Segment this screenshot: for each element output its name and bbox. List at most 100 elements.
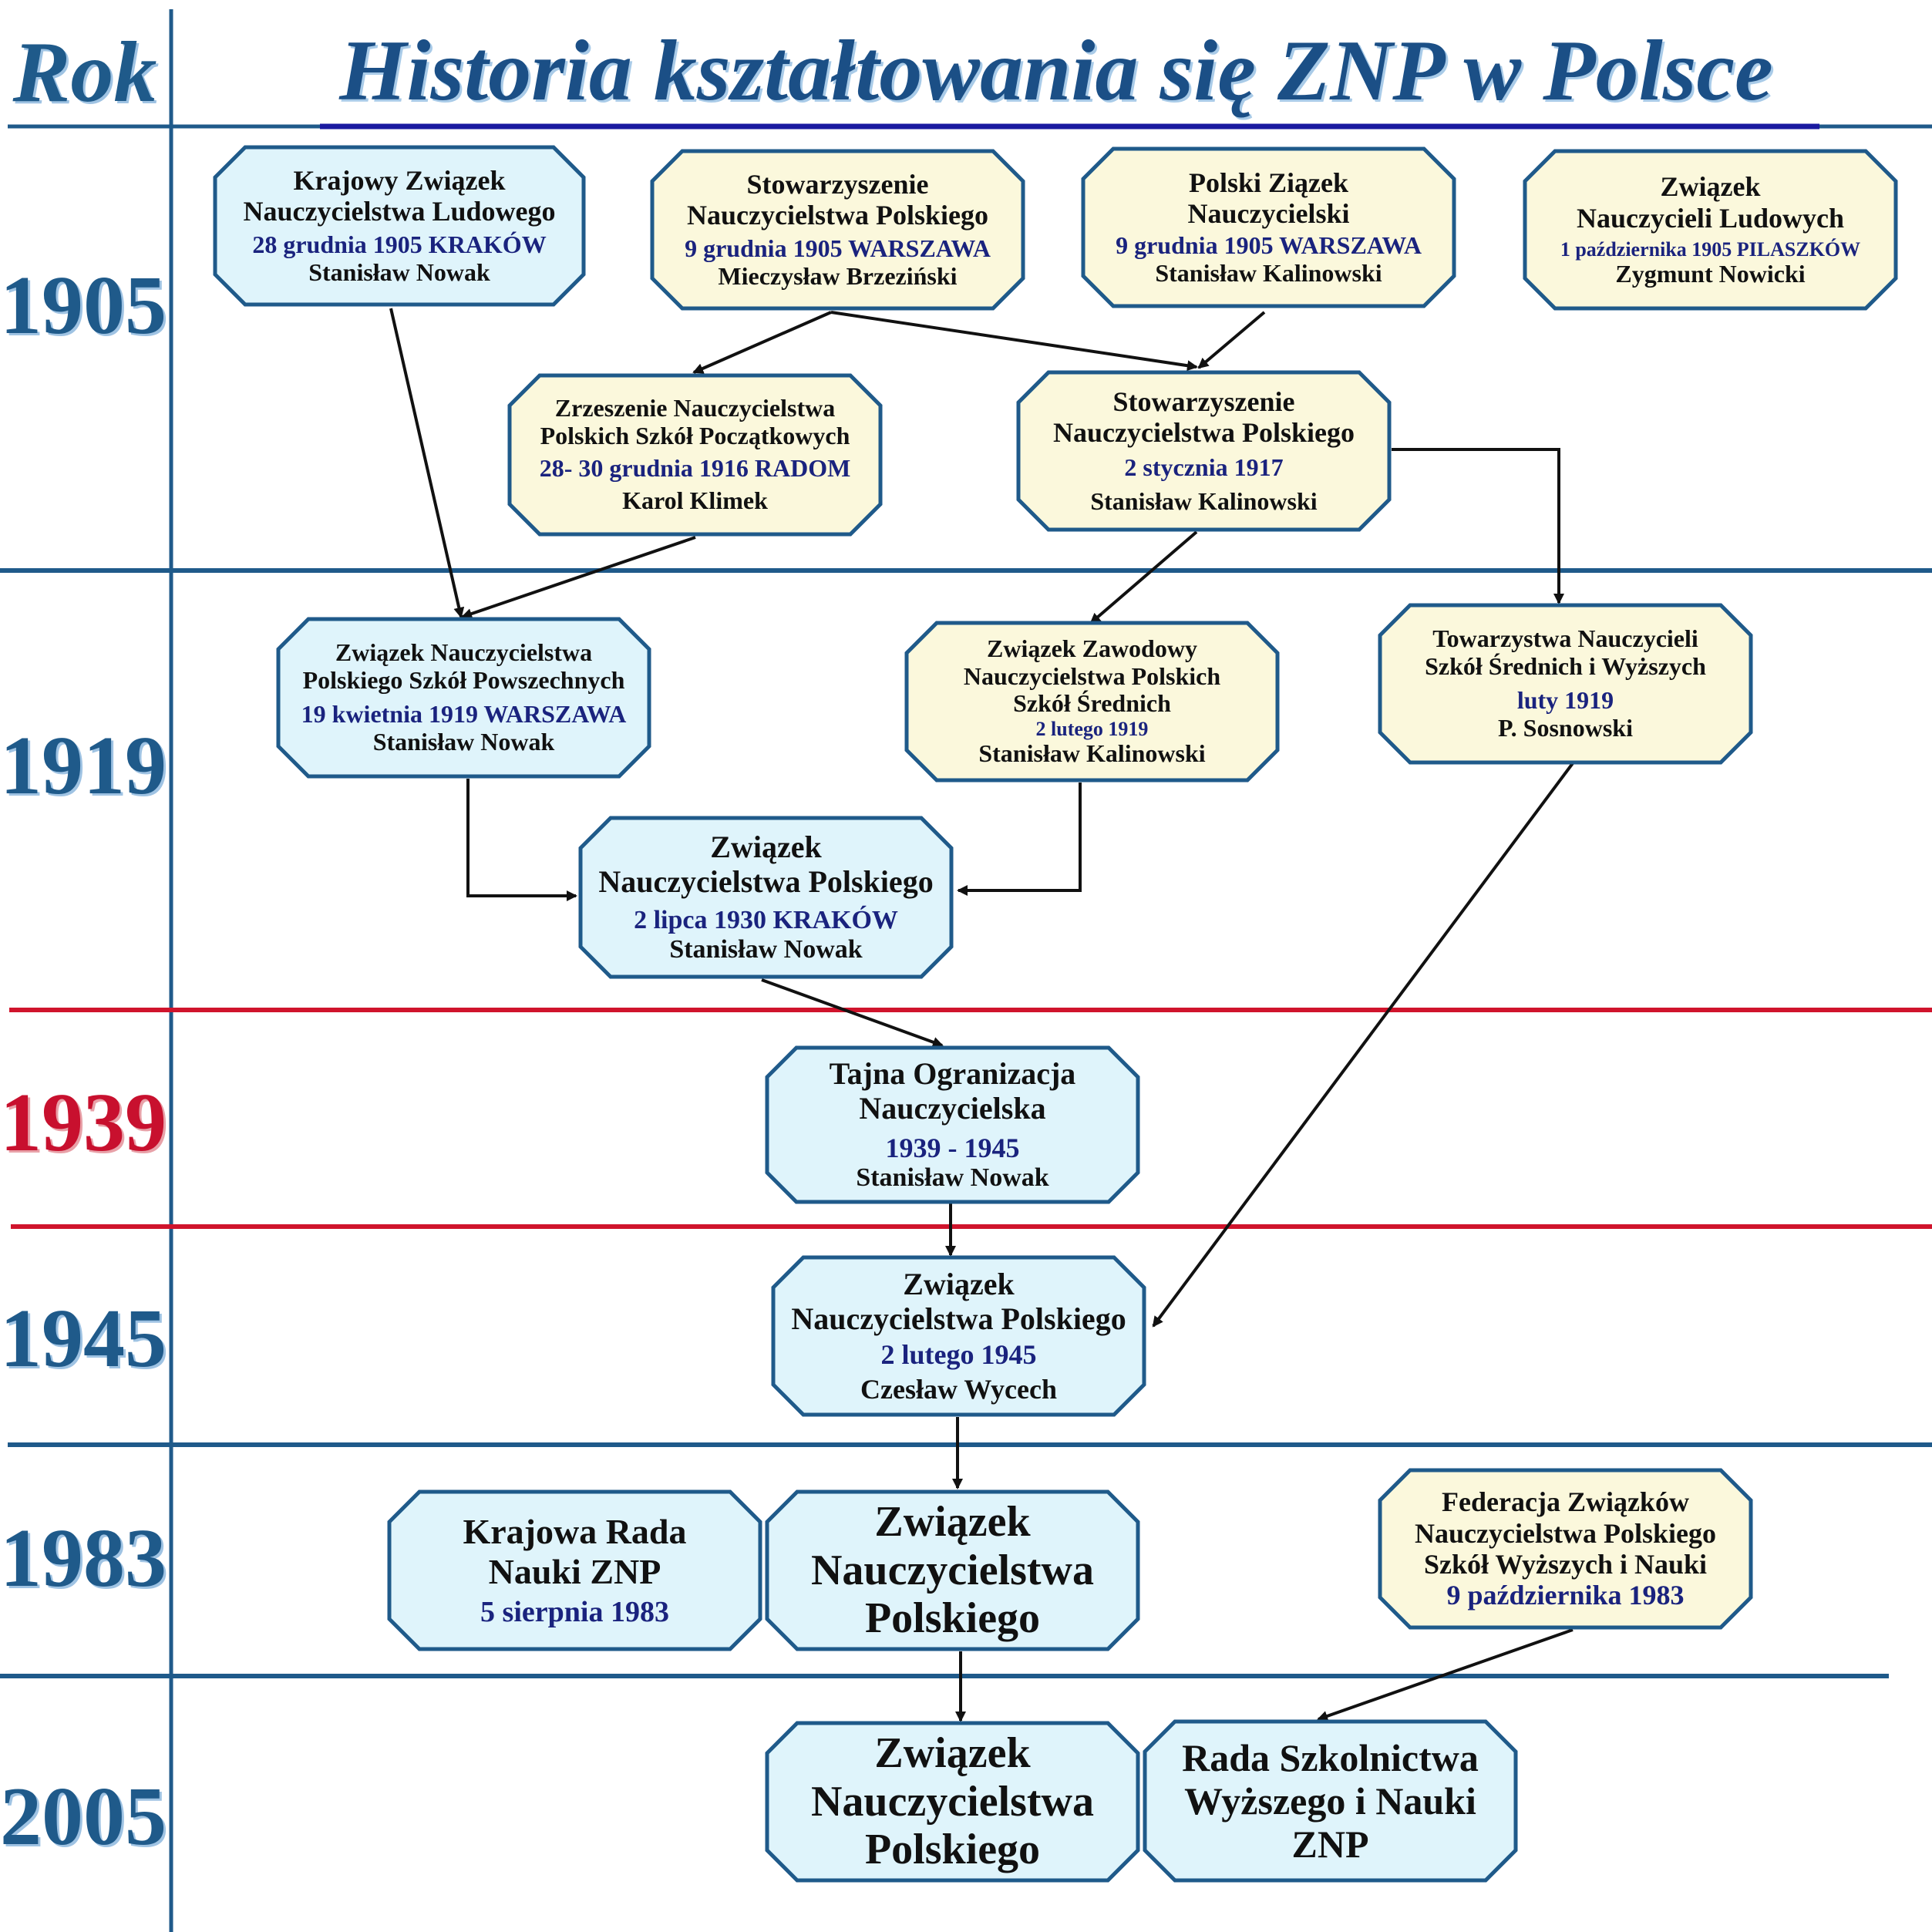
node-date: 5 sierpnia 1983 <box>480 1596 669 1629</box>
node-date: 28- 30 grudnia 1916 RADOM <box>539 454 851 482</box>
node-krn-1983: Krajowa Rada Nauki ZNP 5 sierpnia 1983 <box>387 1489 762 1651</box>
node-date: 9 października 1983 <box>1446 1580 1685 1611</box>
node-person: Karol Klimek <box>622 486 768 514</box>
node-octagon-shape <box>387 1489 762 1651</box>
connector-snp1917-to-zznp <box>1089 530 1198 624</box>
node-title-line: Szkół Średnich i Wyższych <box>1425 652 1706 681</box>
node-octagon-shape <box>650 149 1025 311</box>
node-octagon-shape <box>1523 149 1898 311</box>
node-title-line: Stowarzyszenie <box>1112 385 1295 417</box>
node-person: Stanisław Nowak <box>669 934 863 964</box>
node-pzn-1905: Polski Ziązek Nauczycielski 9 grudnia 19… <box>1081 146 1456 308</box>
node-zrzeszenie-1916: Zrzeszenie Nauczycielstwa Polskich Szkół… <box>507 373 883 537</box>
connector-znpsp-to-znp1930 <box>466 779 577 901</box>
node-date: 2 lutego 1919 <box>1035 718 1149 741</box>
node-title-line: Zrzeszenie Nauczycielstwa <box>554 394 836 422</box>
year-label-1919: 1919 <box>0 720 167 812</box>
node-title-line: Nauczycielstwa Ludowego <box>243 196 556 227</box>
node-title-line: Związek Zawodowy <box>987 634 1197 662</box>
node-snp-1905: Stowarzyszenie Nauczycielstwa Polskiego … <box>650 149 1025 311</box>
node-title-line: Polskiego Szkół Powszechnych <box>302 666 625 695</box>
node-octagon-shape <box>765 1045 1140 1204</box>
node-kzn-ludowego: Krajowy Związek Nauczycielstwa Ludowego … <box>213 145 586 307</box>
node-date: 1 października 1905 PILASZKÓW <box>1560 237 1861 261</box>
node-date: 1939 - 1945 <box>885 1132 1020 1163</box>
node-octagon-shape <box>765 1489 1140 1651</box>
node-person: Czesław Wycech <box>860 1373 1057 1405</box>
connector-pzn-to-snp1917 <box>1197 311 1266 369</box>
node-title-line: Nauczycielstwa Polskiego <box>1415 1517 1716 1549</box>
node-snp-1917: Stowarzyszenie Nauczycielstwa Polskiego … <box>1016 370 1392 532</box>
node-title-line: Nauczycielstwa Polskich <box>963 661 1221 690</box>
rok-header: Rok <box>12 25 157 120</box>
node-person: Stanisław Nowak <box>372 727 555 756</box>
node-date: 9 grudnia 1905 WARSZAWA <box>1116 231 1422 260</box>
connector-zznp-to-znp1930 <box>957 783 1082 896</box>
node-title-line: Nauczycielstwa Polskiego <box>687 200 988 231</box>
node-znl-1905: Związek Nauczycieli Ludowych 1 październ… <box>1523 149 1898 311</box>
node-znpsp-1919: Związek Nauczycielstwa Polskiego Szkół P… <box>276 617 651 779</box>
node-ton-1939: Tajna Ogranizacja Nauczycielska 1939 - 1… <box>765 1045 1140 1204</box>
node-znp-1930: Związek Nauczycielstwa Polskiego 2 lipca… <box>578 816 954 979</box>
node-title-line: Wyższego i Nauki <box>1184 1779 1476 1823</box>
node-title-line: Nauczycielstwa Polskiego <box>1053 417 1355 449</box>
node-date: 2 lipca 1930 KRAKÓW <box>634 905 898 934</box>
node-octagon-shape <box>904 621 1280 783</box>
node-tn-1919: Towarzystwa Nauczycieli Szkół Średnich i… <box>1378 603 1753 765</box>
node-person: Stanisław Kalinowski <box>978 739 1206 768</box>
connector-snp1905-to-zrzeszenie <box>692 311 832 374</box>
node-octagon-shape <box>1378 603 1753 765</box>
node-title-line: Związek <box>903 1266 1015 1301</box>
node-octagon-shape <box>765 1721 1140 1883</box>
node-octagon-shape <box>771 1255 1146 1417</box>
connector-fzn-to-rswn <box>1317 1628 1574 1722</box>
node-date: 19 kwietnia 1919 WARSZAWA <box>301 700 627 728</box>
connector-zrzeszenie-to-znpsp <box>461 536 696 619</box>
node-person: Stanisław Nowak <box>308 258 490 287</box>
node-octagon-shape <box>1143 1719 1518 1883</box>
node-title-line: Nauczycieli Ludowych <box>1577 202 1844 234</box>
node-title-line: Stowarzyszenie <box>746 168 929 200</box>
node-title-line: Tajna Ogranizacja <box>829 1056 1076 1091</box>
node-date: 9 grudnia 1905 WARSZAWA <box>685 234 991 263</box>
node-title-line: Związek <box>874 1497 1031 1546</box>
year-label-1905: 1905 <box>0 260 167 352</box>
node-octagon-shape <box>1081 146 1456 308</box>
node-title-line: Nauczycielstwa <box>810 1777 1094 1826</box>
node-title-line: Szkół Średnich <box>1013 689 1171 718</box>
connector-tn-to-znp1945 <box>1152 762 1574 1328</box>
node-person: Stanisław Kalinowski <box>1155 259 1382 288</box>
node-octagon-shape <box>276 617 651 779</box>
node-date: 2 lutego 1945 <box>880 1339 1037 1371</box>
node-octagon-shape <box>1378 1468 1753 1630</box>
node-title-line: Polskiego <box>864 1594 1041 1643</box>
node-title-line: Nauczycielska <box>859 1090 1046 1126</box>
node-octagon-shape <box>213 145 586 307</box>
node-octagon-shape <box>507 373 883 537</box>
connector-kzn-to-znpsp <box>389 308 465 618</box>
node-title-line: Federacja Związków <box>1442 1486 1689 1518</box>
node-title-line: Krajowa Rada <box>463 1512 687 1552</box>
node-person: Stanisław Nowak <box>856 1163 1049 1192</box>
node-octagon-shape <box>1016 370 1392 532</box>
node-title-line: Związek <box>710 830 822 865</box>
node-date: 2 stycznia 1917 <box>1124 453 1284 482</box>
node-person: Mieczysław Brzeziński <box>718 262 958 291</box>
node-znp-1983: Związek Nauczycielstwa Polskiego <box>765 1489 1140 1651</box>
node-date: 28 grudnia 1905 KRAKÓW <box>252 231 547 259</box>
node-title-line: Towarzystwa Nauczycieli <box>1432 624 1698 653</box>
connector-znp1930-to-ton <box>761 978 944 1048</box>
node-person: Zygmunt Nowicki <box>1615 259 1806 288</box>
year-label-1939: 1939 <box>0 1077 167 1169</box>
node-title-line: Związek <box>1660 171 1761 203</box>
node-znp-1945: Związek Nauczycielstwa Polskiego 2 luteg… <box>771 1255 1146 1417</box>
year-label-2005: 2005 <box>0 1771 167 1863</box>
node-title-line: Nauki ZNP <box>488 1551 661 1591</box>
node-title-line: Rada Szkolnictwa <box>1182 1736 1479 1779</box>
year-label-1983: 1983 <box>0 1513 167 1604</box>
node-title-line: Nauczycielstwa Polskiego <box>791 1301 1126 1336</box>
node-person: P. Sosnowski <box>1498 713 1633 742</box>
node-title-line: Nauczycielski <box>1187 198 1350 230</box>
node-rswn-2005: Rada Szkolnictwa Wyższego i Nauki ZNP <box>1143 1719 1518 1883</box>
node-title-line: Polskich Szkół Początkowych <box>540 422 850 450</box>
